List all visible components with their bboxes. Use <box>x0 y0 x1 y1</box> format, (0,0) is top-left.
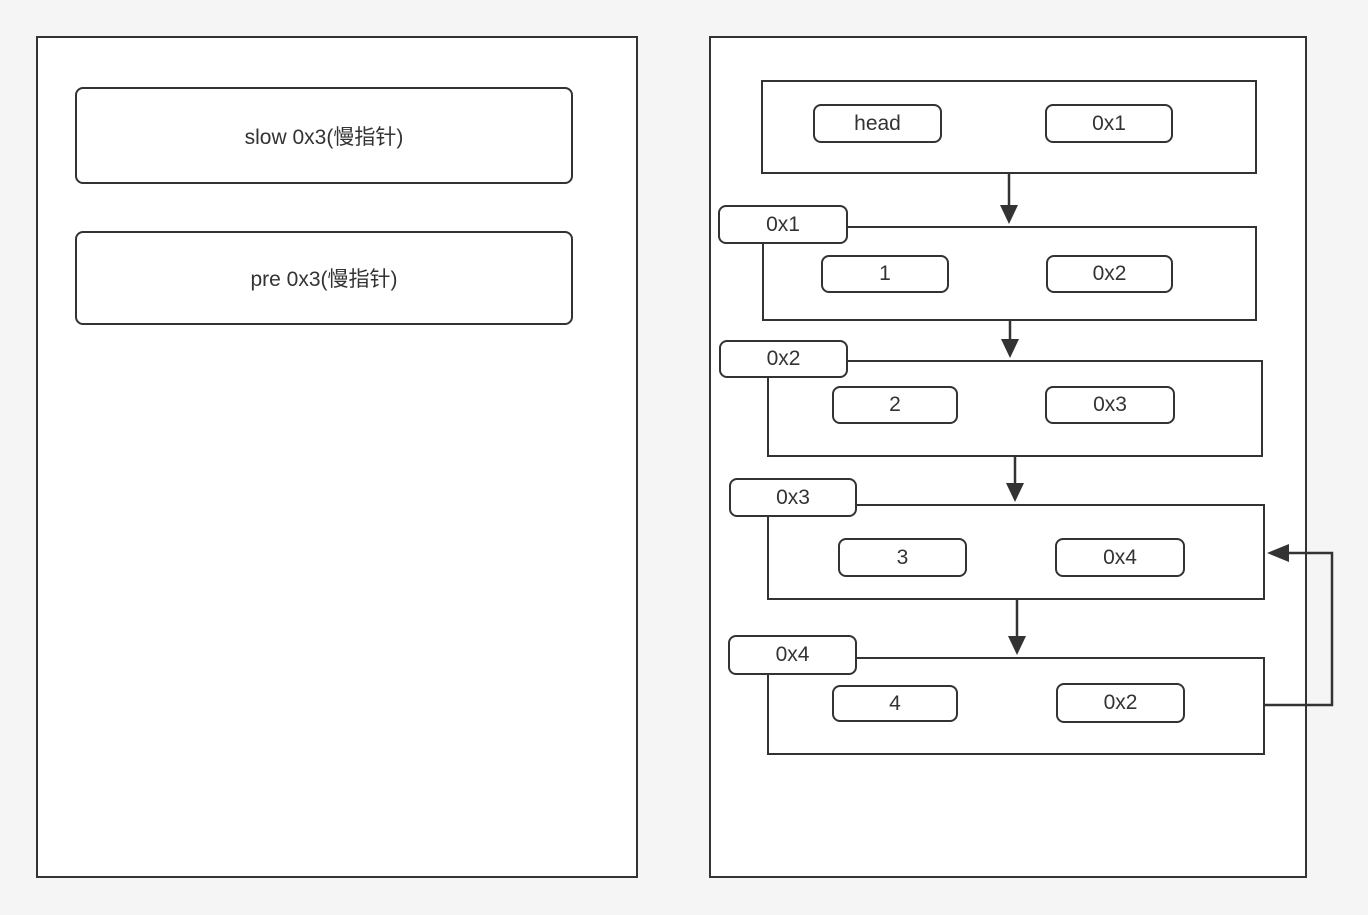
node-next-label: 0x3 <box>1093 393 1127 416</box>
slow-pointer-box: slow 0x3(慢指针) <box>75 87 573 184</box>
node-value-label: 1 <box>879 262 891 285</box>
node-value-label: 3 <box>896 545 909 569</box>
node-tab-0x1: 0x1 <box>718 205 848 244</box>
node-tab-0x4: 0x4 <box>728 635 857 675</box>
pre-pointer-label: pre 0x3(慢指针) <box>250 268 398 291</box>
node-tab-label: 0x1 <box>766 212 800 236</box>
slow-pointer-label: slow 0x3(慢指针) <box>244 125 404 149</box>
pointers-panel: slow 0x3(慢指针) pre 0x3(慢指针) <box>36 36 638 878</box>
node-tab-0x2: 0x2 <box>719 340 848 378</box>
node-tab-label: 0x4 <box>775 643 810 666</box>
pre-pointer-box: pre 0x3(慢指针) <box>75 231 573 325</box>
node-next-label: 0x1 <box>1092 111 1126 135</box>
node-value-label: 2 <box>889 393 901 416</box>
node-value-cell-0x4: 4 <box>832 685 958 722</box>
node-next-cell-0x3: 0x4 <box>1055 538 1185 577</box>
node-value-label: 4 <box>889 691 901 715</box>
node-tab-label: 0x3 <box>776 485 810 509</box>
node-next-cell-0x2: 0x3 <box>1045 386 1175 424</box>
node-next-cell-0x4: 0x2 <box>1056 683 1185 723</box>
node-tab-0x3: 0x3 <box>729 478 857 517</box>
node-next-cell-head: 0x1 <box>1045 104 1173 143</box>
node-value-cell-0x1: 1 <box>821 255 949 293</box>
node-next-label: 0x4 <box>1103 545 1137 569</box>
node-value-cell-head: head <box>813 104 942 143</box>
node-next-label: 0x2 <box>1103 691 1138 714</box>
node-value-cell-0x3: 3 <box>838 538 967 577</box>
node-next-label: 0x2 <box>1092 262 1127 285</box>
node-value-label: head <box>854 111 901 135</box>
node-next-cell-0x1: 0x2 <box>1046 255 1173 293</box>
node-value-cell-0x2: 2 <box>832 386 958 424</box>
node-tab-label: 0x2 <box>766 347 801 370</box>
